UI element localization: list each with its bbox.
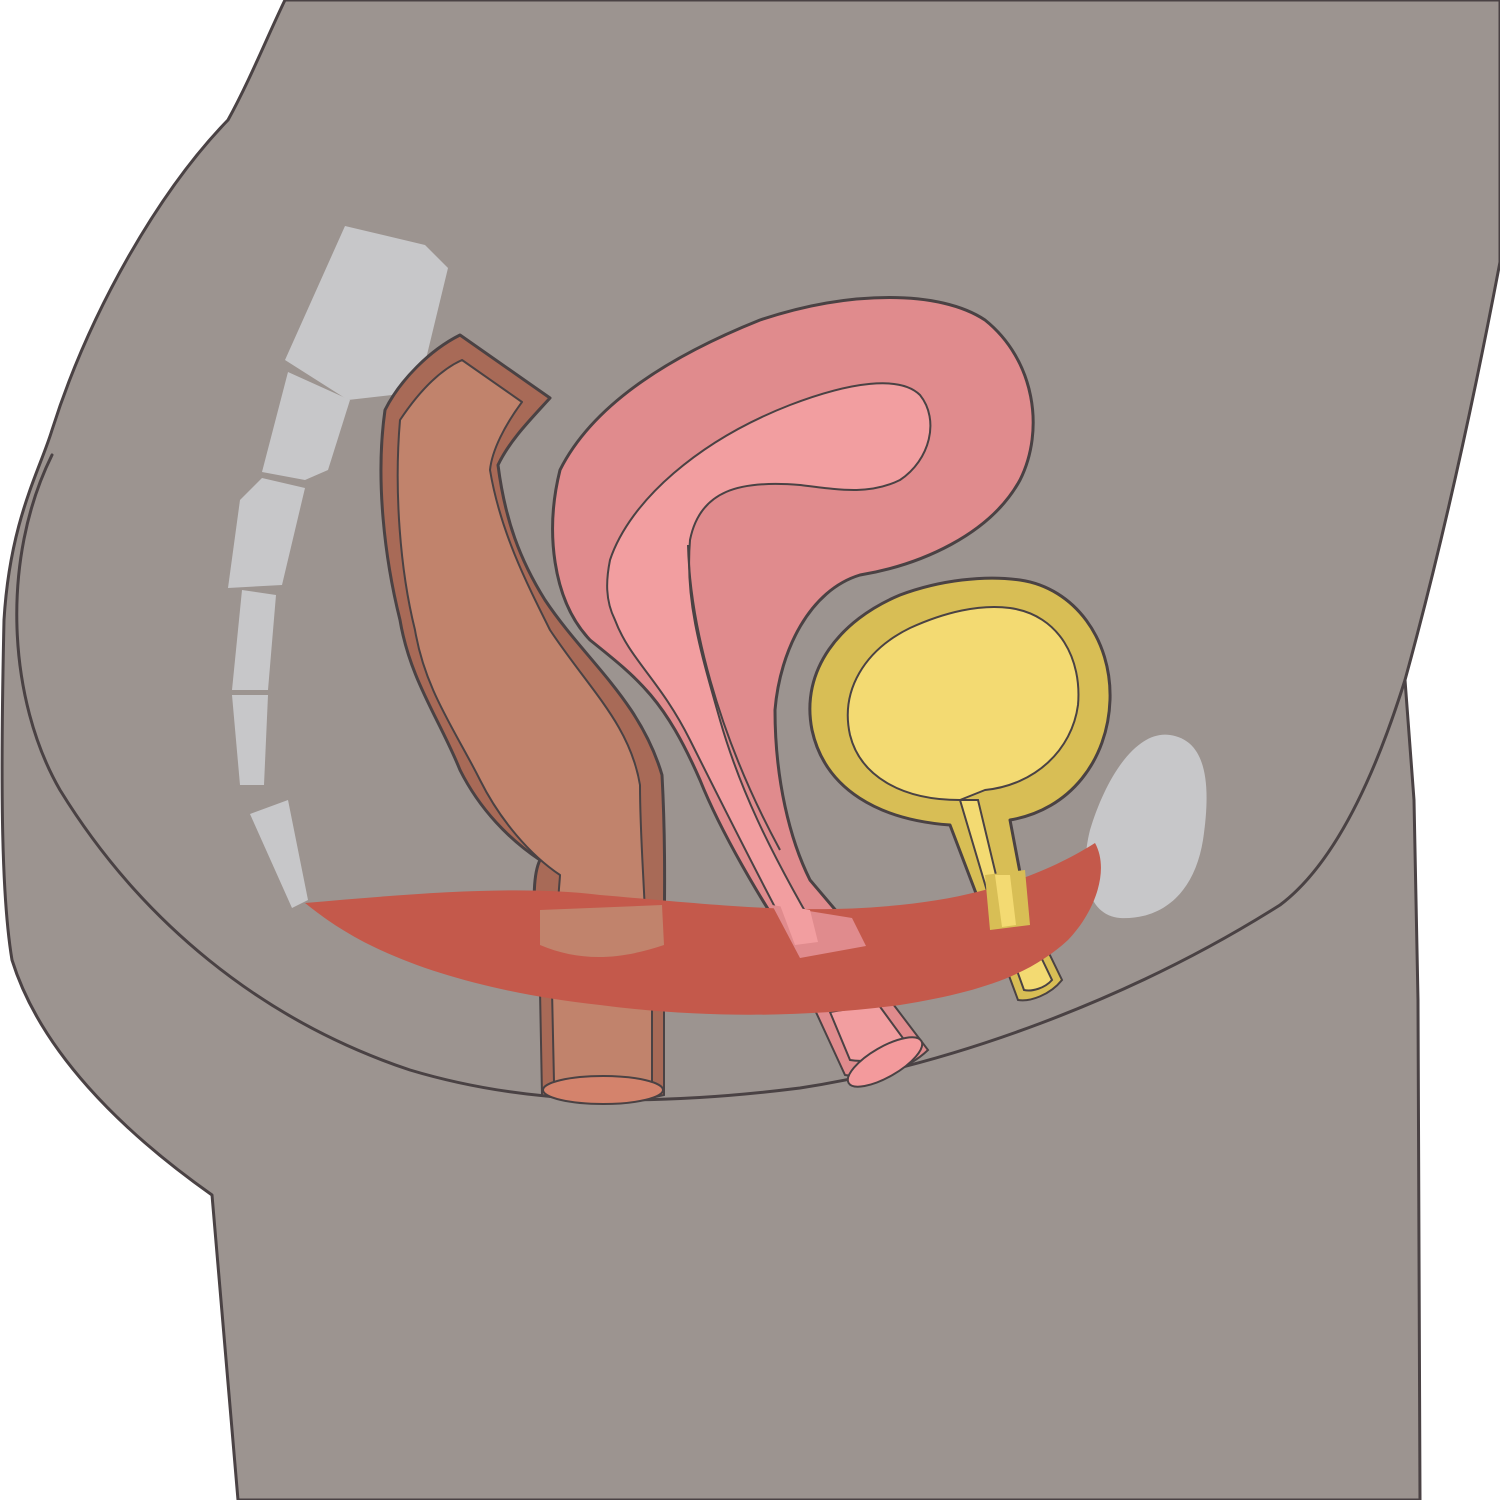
- spine-vertebrae-icon: [228, 226, 448, 908]
- vertebra-6: [250, 800, 308, 908]
- vertebra-3: [228, 478, 305, 588]
- anal-opening: [542, 1075, 664, 1105]
- vaginal-opening: [846, 1036, 924, 1088]
- pelvic-floor-muscle: [305, 843, 1101, 1015]
- cervix-line: [687, 544, 781, 851]
- uterus-front-inner: [780, 905, 818, 945]
- urethra-front-inner: [995, 875, 1016, 927]
- rectum-icon: [379, 333, 667, 1105]
- vertebra-2: [262, 372, 350, 480]
- vertebra-4: [232, 590, 276, 690]
- pubic-bone-icon: [1085, 734, 1207, 919]
- bladder-lumen: [846, 605, 1080, 801]
- vertebra-5: [232, 695, 268, 785]
- rectum-front-segment: [540, 905, 664, 958]
- vertebra-1: [285, 226, 448, 400]
- uterus-icon: [551, 296, 1035, 1088]
